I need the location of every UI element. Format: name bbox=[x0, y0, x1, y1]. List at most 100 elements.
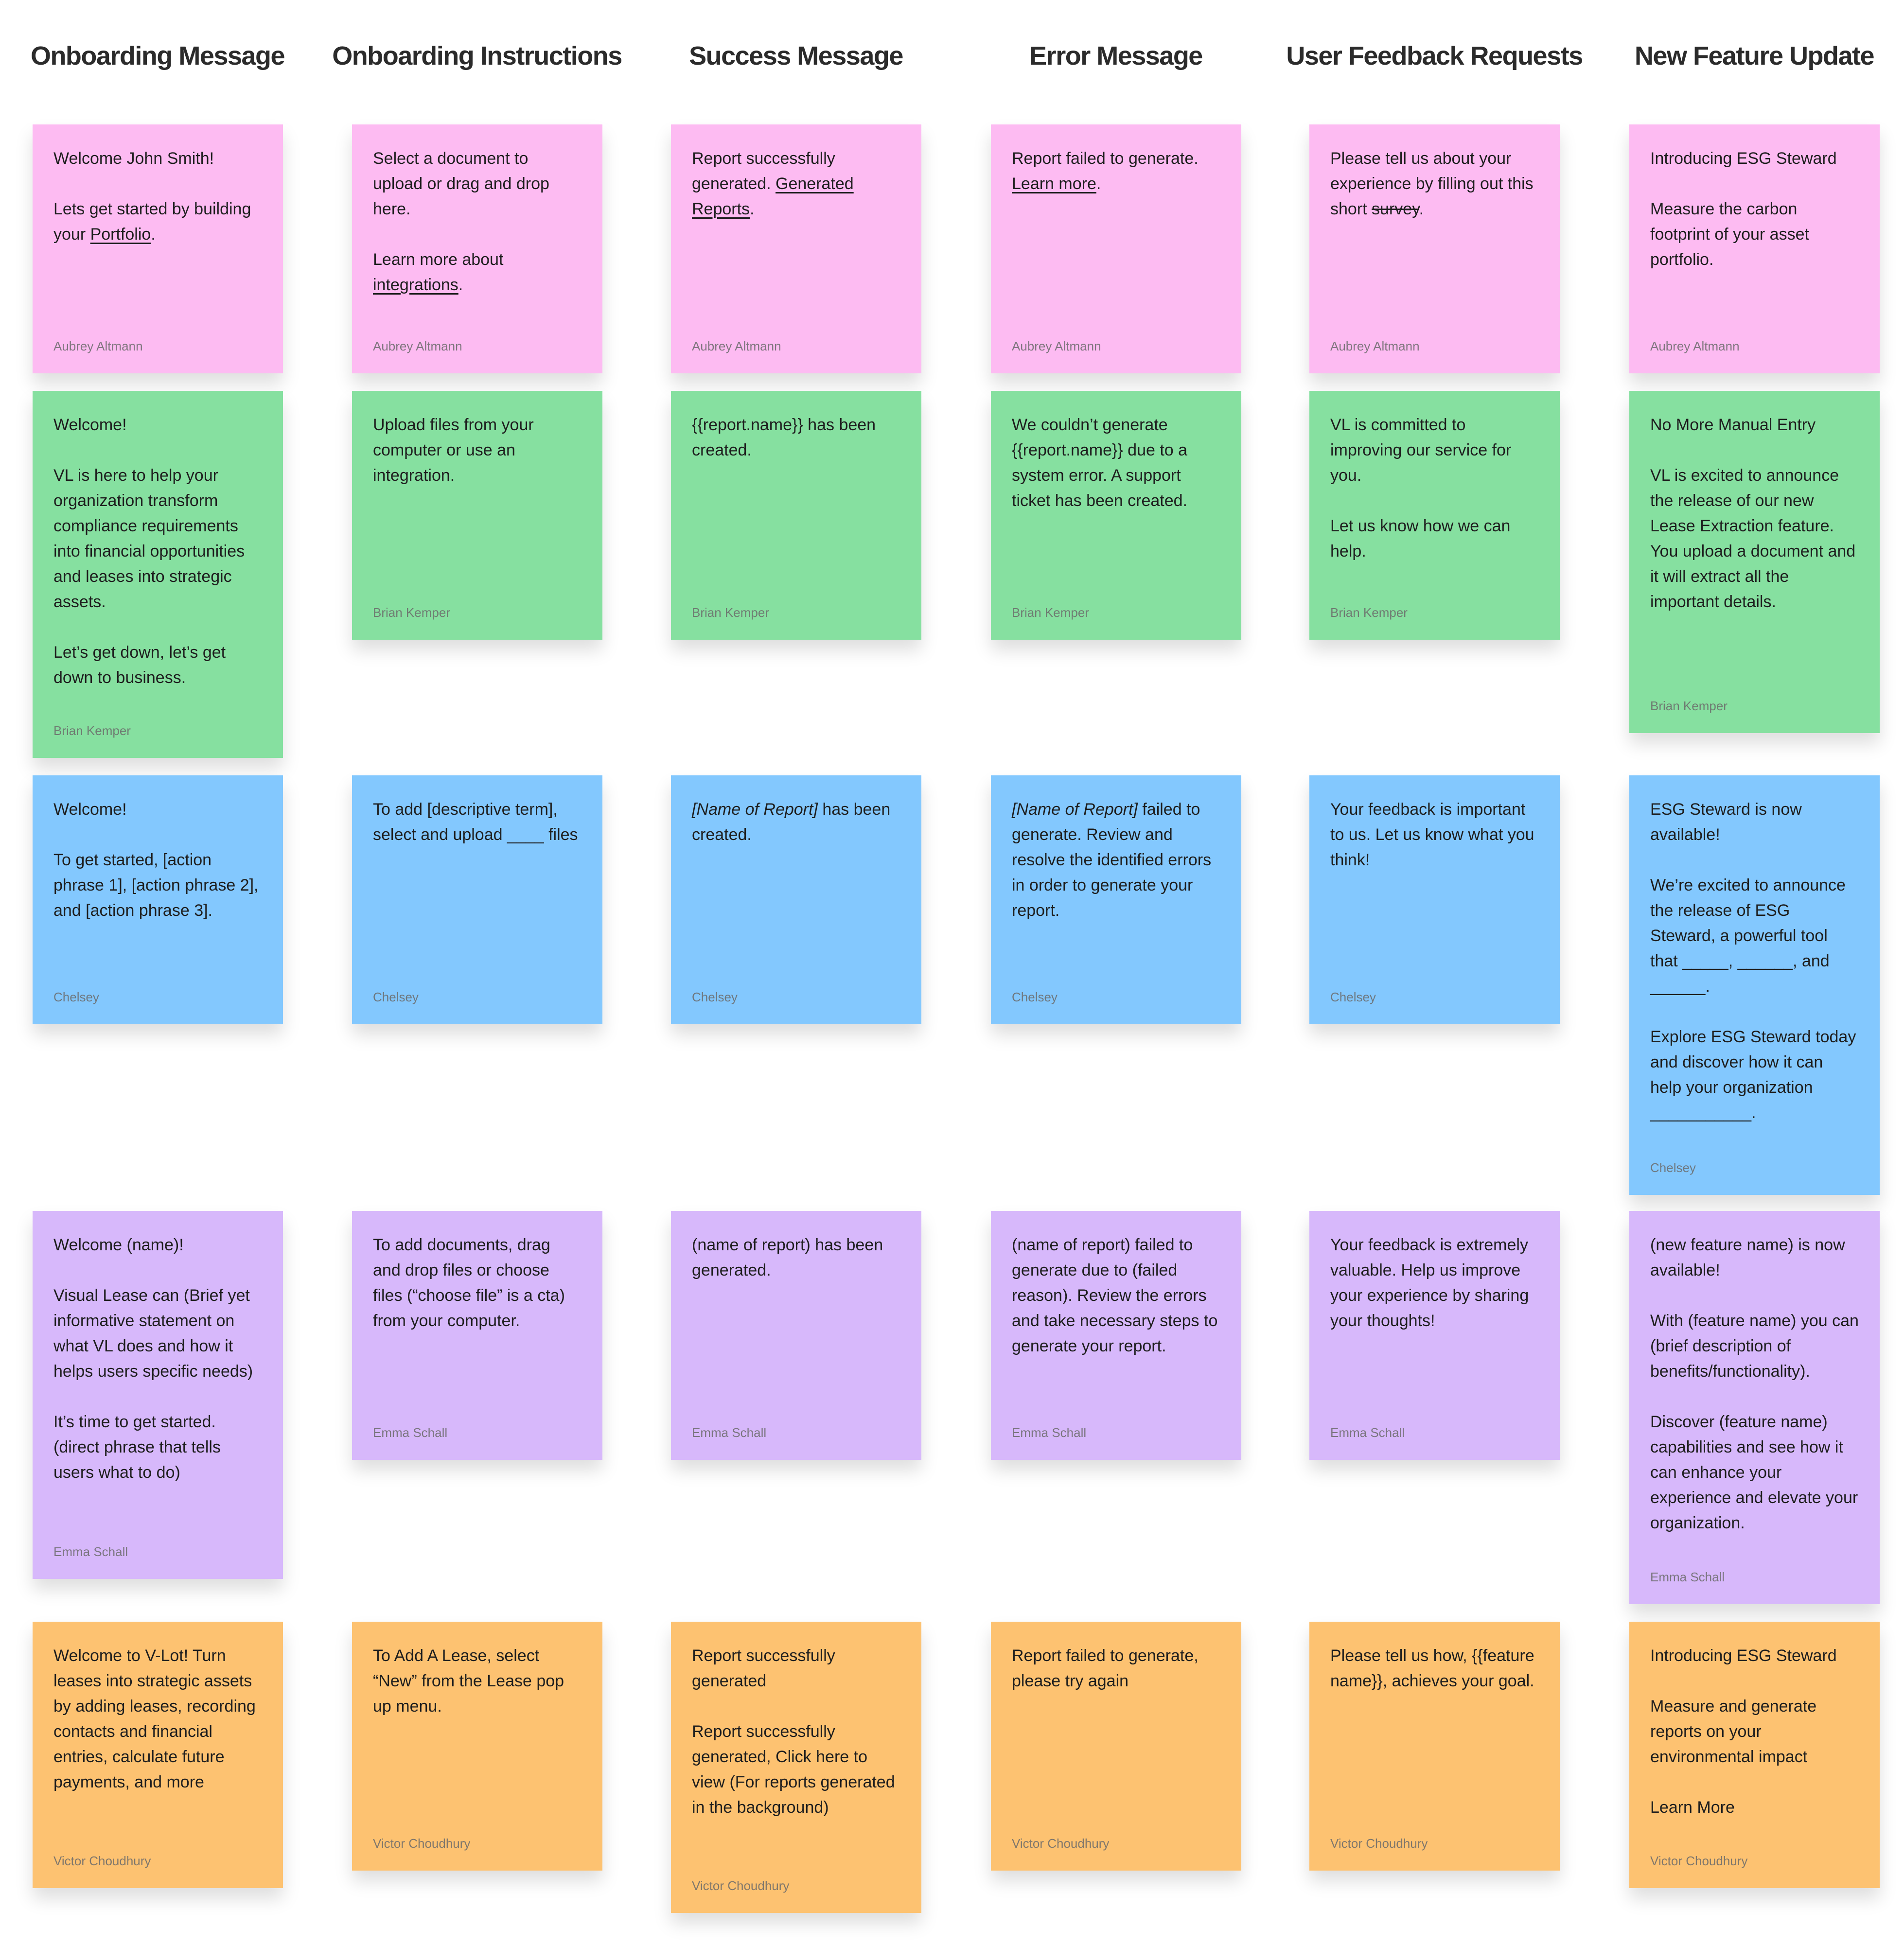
note-text: Report failed to generate. bbox=[1012, 149, 1199, 168]
note-text: Measure the carbon footprint of your ass… bbox=[1650, 200, 1809, 269]
note-paragraph: Measure and generate reports on your env… bbox=[1650, 1694, 1859, 1769]
note-paragraph: {{report.name}} has been created. bbox=[692, 412, 900, 463]
sticky-note-pink[interactable]: Welcome John Smith!Lets get started by b… bbox=[33, 124, 283, 373]
sticky-note-pink[interactable]: Report failed to generate. Learn more.Au… bbox=[991, 124, 1241, 373]
note-text: . bbox=[1096, 175, 1101, 193]
note-author: Chelsey bbox=[1650, 1160, 1696, 1175]
sticky-note-orange[interactable]: Report failed to generate, please try ag… bbox=[991, 1622, 1241, 1871]
note-paragraph: Your feedback is extremely valuable. Hel… bbox=[1330, 1232, 1539, 1333]
note-author: Brian Kemper bbox=[1650, 699, 1728, 713]
sticky-note-purple[interactable]: (name of report) failed to generate due … bbox=[991, 1211, 1241, 1460]
note-text: has been created. bbox=[692, 800, 891, 844]
sticky-note-blue[interactable]: To add [descriptive term], select and up… bbox=[352, 775, 602, 1024]
note-author: Brian Kemper bbox=[1012, 605, 1089, 620]
sticky-note-blue[interactable]: Welcome! To get started, [action phrase 1… bbox=[33, 775, 283, 1024]
sticky-note-green[interactable]: We couldn’t generate {{report.name}} due… bbox=[991, 391, 1241, 640]
note-paragraph: To add documents, drag and drop files or… bbox=[373, 1232, 582, 1333]
note-text: Welcome to V-Lot! Turn leases into strat… bbox=[53, 1646, 256, 1791]
column-header: Error Message bbox=[1029, 41, 1203, 70]
note-text: Your feedback is important to us. Let us… bbox=[1330, 800, 1534, 869]
note-text: To add [descriptive term], select and up… bbox=[373, 800, 578, 844]
note-author: Aubrey Altmann bbox=[1330, 339, 1420, 353]
note-text: Welcome! bbox=[53, 800, 127, 819]
note-text: Your feedback is extremely valuable. Hel… bbox=[1330, 1236, 1529, 1330]
note-paragraph: Welcome (name)! bbox=[53, 1232, 262, 1258]
note-paragraph: VL is excited to announce the release of… bbox=[1650, 463, 1859, 614]
note-text: With (feature name) you can (brief descr… bbox=[1650, 1312, 1859, 1381]
note-author: Victor Choudhury bbox=[1650, 1854, 1748, 1868]
note-paragraph: Please tell us about your experience by … bbox=[1330, 146, 1539, 222]
note-text: failed to generate. Review and resolve t… bbox=[1012, 800, 1212, 920]
note-paragraph: Let us know how we can help. bbox=[1330, 513, 1539, 564]
sticky-note-green[interactable]: Upload files from your computer or use a… bbox=[352, 391, 602, 640]
note-text: . bbox=[1419, 200, 1424, 218]
sticky-note-purple[interactable]: To add documents, drag and drop files or… bbox=[352, 1211, 602, 1460]
sticky-note-pink[interactable]: Select a document to upload or drag and … bbox=[352, 124, 602, 373]
note-paragraph: Report successfully generated bbox=[692, 1643, 900, 1694]
sticky-note-blue[interactable]: [Name of Report] failed to generate. Rev… bbox=[991, 775, 1241, 1024]
note-link[interactable]: Learn more bbox=[1012, 175, 1096, 193]
note-text: Welcome! bbox=[53, 416, 127, 434]
note-text: Welcome (name)! bbox=[53, 1236, 184, 1254]
note-text: VL is excited to announce the release of… bbox=[1650, 466, 1856, 611]
sticky-note-green[interactable]: {{report.name}} has been created. Brian K… bbox=[671, 391, 921, 640]
note-paragraph: Learn More bbox=[1650, 1795, 1859, 1820]
sticky-note-orange[interactable]: Welcome to V-Lot! Turn leases into strat… bbox=[33, 1622, 283, 1888]
note-paragraph: (name of report) failed to generate due … bbox=[1012, 1232, 1220, 1359]
note-text: Let’s get down, let’s get down to busine… bbox=[53, 643, 226, 687]
sticky-note-purple[interactable]: (new feature name) is now available! With… bbox=[1629, 1211, 1880, 1604]
note-link[interactable]: Portfolio bbox=[90, 225, 151, 244]
note-paragraph: Measure the carbon footprint of your ass… bbox=[1650, 196, 1859, 272]
note-paragraph: Welcome! bbox=[53, 412, 262, 438]
note-text: [Name of Report] bbox=[1012, 800, 1138, 819]
note-paragraph: Report failed to generate. Learn more. bbox=[1012, 146, 1220, 196]
note-link[interactable]: integrations bbox=[373, 276, 458, 294]
note-text: (new feature name) is now available! bbox=[1650, 1236, 1845, 1279]
note-text: Discover (feature name) capabilities and… bbox=[1650, 1413, 1858, 1532]
sticky-note-orange[interactable]: To Add A Lease, select “New” from the Le… bbox=[352, 1622, 602, 1871]
note-paragraph: Welcome! bbox=[53, 797, 262, 822]
sticky-note-purple[interactable]: (name of report) has been generated.Emma… bbox=[671, 1211, 921, 1460]
note-author: Brian Kemper bbox=[692, 605, 769, 620]
sticky-note-orange[interactable]: Please tell us how, {{feature name}}, ac… bbox=[1309, 1622, 1560, 1871]
note-text: survey bbox=[1372, 200, 1419, 218]
sticky-note-green[interactable]: VL is committed to improving our service… bbox=[1309, 391, 1560, 640]
note-text: Explore ESG Steward today and discover h… bbox=[1650, 1028, 1856, 1122]
sticky-note-blue[interactable]: ESG Steward is now available! We’re excit… bbox=[1629, 775, 1880, 1195]
sticky-note-blue[interactable]: [Name of Report] has been created.Chelse… bbox=[671, 775, 921, 1024]
note-text: To Add A Lease, select “New” from the Le… bbox=[373, 1646, 564, 1716]
note-paragraph: It’s time to get started. (direct phrase… bbox=[53, 1409, 262, 1485]
note-paragraph: To get started, [action phrase 1], [acti… bbox=[53, 847, 262, 923]
column-header: Success Message bbox=[689, 41, 903, 70]
note-paragraph: Select a document to upload or drag and … bbox=[373, 146, 582, 222]
sticky-note-green[interactable]: Welcome!VL is here to help your organiza… bbox=[33, 391, 283, 758]
note-paragraph: ESG Steward is now available! bbox=[1650, 797, 1859, 847]
note-paragraph: Report successfully generated, Click her… bbox=[692, 1719, 900, 1820]
note-paragraph: Your feedback is important to us. Let us… bbox=[1330, 797, 1539, 873]
note-text: Introducing ESG Steward bbox=[1650, 1646, 1837, 1665]
note-author: Emma Schall bbox=[373, 1425, 448, 1440]
note-text: Report successfully generated, Click her… bbox=[692, 1722, 895, 1817]
sticky-note-blue[interactable]: Your feedback is important to us. Let us… bbox=[1309, 775, 1560, 1024]
sticky-note-purple[interactable]: Your feedback is extremely valuable. Hel… bbox=[1309, 1211, 1560, 1460]
sticky-note-pink[interactable]: Report successfully generated. Generated… bbox=[671, 124, 921, 373]
sticky-note-pink[interactable]: Please tell us about your experience by … bbox=[1309, 124, 1560, 373]
note-author: Brian Kemper bbox=[373, 605, 450, 620]
note-text: . bbox=[458, 276, 463, 294]
note-text: Learn more about bbox=[373, 250, 504, 269]
note-author: Aubrey Altmann bbox=[373, 339, 462, 353]
note-link[interactable]: Generated Reports bbox=[692, 175, 854, 218]
column-header: User Feedback Requests bbox=[1286, 41, 1583, 70]
sticky-note-purple[interactable]: Welcome (name)!Visual Lease can (Brief y… bbox=[33, 1211, 283, 1579]
note-text: Report successfully generated. bbox=[692, 149, 835, 193]
note-text: (name of report) failed to generate due … bbox=[1012, 1236, 1218, 1355]
note-text: VL is committed to improving our service… bbox=[1330, 416, 1512, 485]
note-author: Victor Choudhury bbox=[373, 1836, 471, 1851]
note-paragraph: Learn more about integrations. bbox=[373, 247, 582, 298]
note-paragraph: We’re excited to announce the release of… bbox=[1650, 873, 1859, 999]
note-text: . bbox=[151, 225, 156, 244]
